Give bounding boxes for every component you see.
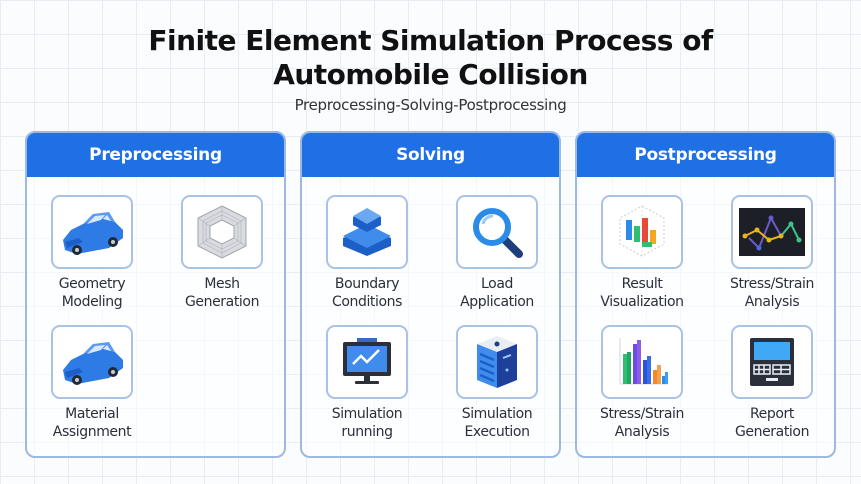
panel-header-postprocessing: Postprocessing [577, 133, 834, 177]
label-line-2: Visualization [600, 294, 684, 310]
panel-header-preprocessing: Preprocessing [27, 133, 284, 177]
step-material-assignment[interactable]: Material Assignment [37, 325, 147, 441]
label-line-2: Analysis [614, 424, 670, 440]
step-label: Geometry Modeling [37, 275, 147, 311]
label-line-1: Geometry [58, 276, 126, 292]
label-line-2: Application [460, 294, 534, 310]
step-label: Stress/Strain Analysis [717, 275, 827, 311]
label-line-2: running [341, 424, 393, 440]
line-chart-icon [731, 195, 813, 269]
bar-chart-icon [601, 325, 683, 399]
title-line-1: Finite Element Simulation Process of [148, 24, 713, 57]
label-line-1: Stress/Strain [599, 406, 685, 422]
step-stress-strain-analysis-line[interactable]: Stress/Strain Analysis [717, 195, 827, 311]
step-geometry-modeling[interactable]: Geometry Modeling [37, 195, 147, 311]
step-label: Stress/Strain Analysis [587, 405, 697, 441]
label-line-2: Generation [184, 294, 260, 310]
label-line-1: Material [65, 406, 119, 422]
step-load-application[interactable]: Load Application [442, 195, 552, 311]
step-label: Load Application [442, 275, 552, 311]
car-icon [51, 195, 133, 269]
label-line-2: Generation [734, 424, 810, 440]
label-line-1: Boundary [334, 276, 400, 292]
report-terminal-icon [731, 325, 813, 399]
step-simulation-execution[interactable]: Simulation Execution [442, 325, 552, 441]
label-line-2: Modeling [61, 294, 123, 310]
panel-postprocessing: Postprocessing Result Visualization [575, 131, 836, 458]
mesh-icon [181, 195, 263, 269]
page-subtitle: Preprocessing-Solving-Postprocessing [294, 96, 567, 114]
step-mesh-generation[interactable]: Mesh Generation [167, 195, 277, 311]
label-line-1: Mesh [204, 276, 240, 292]
label-line-1: Stress/Strain [729, 276, 815, 292]
label-line-2: Execution [464, 424, 530, 440]
label-line-2: Analysis [744, 294, 800, 310]
label-line-1: Result [621, 276, 663, 292]
step-label: Result Visualization [587, 275, 697, 311]
label-line-2: Conditions [331, 294, 403, 310]
step-simulation-running[interactable]: Simulation running [312, 325, 422, 441]
label-line-1: Load [481, 276, 513, 292]
3d-bar-chart-icon [601, 195, 683, 269]
page-title: Finite Element Simulation Process of Aut… [0, 24, 861, 92]
monitor-chart-icon [326, 325, 408, 399]
label-line-1: Simulation [461, 406, 533, 422]
step-label: Report Generation [717, 405, 827, 441]
layers-icon [326, 195, 408, 269]
step-label: Material Assignment [37, 405, 147, 441]
title-line-2: Automobile Collision [273, 58, 588, 91]
magnifier-icon [456, 195, 538, 269]
step-label: Boundary Conditions [312, 275, 422, 311]
step-report-generation[interactable]: Report Generation [717, 325, 827, 441]
step-label: Simulation Execution [442, 405, 552, 441]
label-line-2: Assignment [52, 424, 132, 440]
label-line-1: Report [749, 406, 794, 422]
step-result-visualization[interactable]: Result Visualization [587, 195, 697, 311]
step-stress-strain-analysis-bar[interactable]: Stress/Strain Analysis [587, 325, 697, 441]
car-icon [51, 325, 133, 399]
server-icon [456, 325, 538, 399]
panel-solving: Solving Boundary Conditions Load Applic [300, 131, 561, 458]
step-label: Simulation running [312, 405, 422, 441]
step-boundary-conditions[interactable]: Boundary Conditions [312, 195, 422, 311]
panel-preprocessing: Preprocessing Geometry Modeling [25, 131, 286, 458]
step-label: Mesh Generation [167, 275, 277, 311]
panel-header-solving: Solving [302, 133, 559, 177]
label-line-1: Simulation [331, 406, 403, 422]
